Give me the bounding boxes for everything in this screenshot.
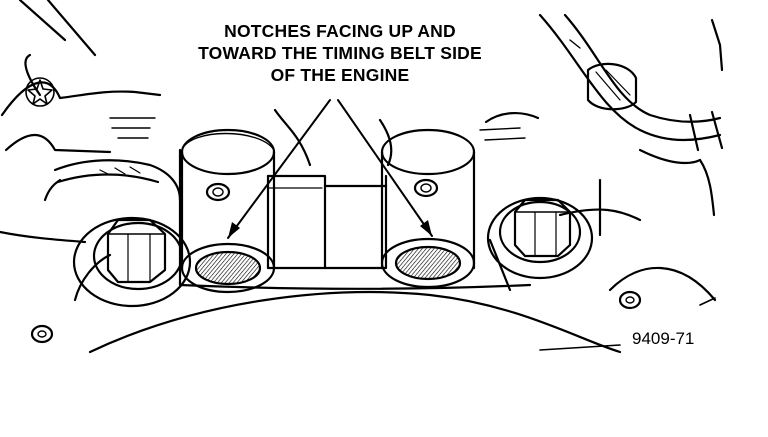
star-emblem (25, 77, 55, 107)
callout-line-1: NOTCHES FACING UP AND (224, 21, 456, 41)
callout-arrow-left (227, 99, 331, 239)
right-sleeve (380, 128, 476, 289)
left-bracket (0, 0, 182, 244)
figure-number: 9409-71 (632, 329, 695, 348)
callout-text: NOTCHES FACING UP AND TOWARD THE TIMING … (150, 20, 530, 86)
figure-leader (539, 297, 716, 351)
right-hex-bolt (486, 196, 594, 280)
callout-line-2: TOWARD THE TIMING BELT SIDE (198, 43, 482, 63)
callout-arrow-right (337, 99, 433, 237)
arrowhead-left (228, 222, 240, 238)
left-sleeve (180, 128, 276, 294)
left-small-screw (30, 324, 54, 344)
callout-line-3: OF THE ENGINE (270, 65, 410, 85)
right-small-screw (618, 290, 642, 310)
arrowhead-right (420, 220, 432, 236)
center-block (266, 108, 393, 270)
left-hex-bolt (72, 216, 192, 308)
cylinder-head (73, 148, 717, 354)
coolant-pipe (479, 13, 724, 217)
